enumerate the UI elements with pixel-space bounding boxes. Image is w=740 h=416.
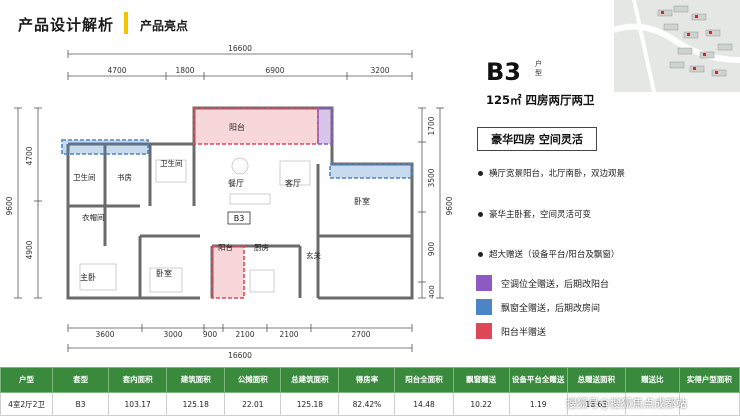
- area-table: 户型 套型 套内面积 建筑面积 公摊面积 总建筑面积 得房率 阳台全面积 飘窗赠…: [0, 367, 740, 416]
- table-cell: 125.18: [166, 392, 226, 416]
- floor-plan: 16600 4700 1800 6900 3200 3600 3000 900 …: [0, 36, 460, 366]
- dim-bottom-3: 900: [203, 330, 218, 339]
- table-cell: 18.63: [566, 392, 626, 416]
- dim-bottom-total: 16600: [228, 351, 252, 360]
- section-title: 产品设计解析: [18, 16, 115, 34]
- table-header: 设备平台全赠送: [508, 367, 568, 393]
- dim-top-4: 3200: [370, 66, 389, 75]
- dim-right-total: 9600: [445, 196, 454, 215]
- table-header: 总赠送面积: [566, 367, 626, 393]
- room-bedroom-right: 卧室: [354, 196, 370, 206]
- dim-top-2: 1800: [175, 66, 194, 75]
- dim-left-total: 9600: [5, 196, 14, 215]
- dim-top-total: 16600: [228, 44, 252, 53]
- table-cell: 10.22: [452, 392, 510, 416]
- legend-label-2: 飘窗全赠送，后期改房间: [501, 303, 601, 314]
- table-header: 套内面积: [108, 367, 168, 393]
- legend-swatch-blue: [476, 299, 492, 315]
- room-dining: 餐厅: [228, 179, 244, 188]
- table-header: 赠送比: [624, 367, 680, 393]
- room-wc2: 卫生间: [160, 158, 183, 168]
- table-header: 建筑面积: [166, 367, 226, 393]
- table-header: 飘窗赠送: [452, 367, 510, 393]
- legend-item: 飘窗全赠送，后期改房间: [476, 298, 600, 316]
- site-location-map: [614, 0, 740, 92]
- table-header: 得房率: [338, 367, 396, 393]
- unit-code-suffix: 户型: [535, 60, 542, 77]
- bullet-dot-icon: [478, 212, 483, 217]
- table-cell: 14.48: [394, 392, 454, 416]
- bullet-dot-icon: [478, 252, 483, 257]
- room-bedroom-bottom: 卧室: [156, 268, 172, 278]
- dim-bottom-6: 2700: [351, 330, 370, 339]
- table-header: 公摊面积: [224, 367, 282, 393]
- legend-label-3: 阳台半赠送: [501, 327, 547, 338]
- table-cell: 1.19: [508, 392, 568, 416]
- table-cell: 103.17: [108, 392, 168, 416]
- dim-bottom-4: 2100: [235, 330, 254, 339]
- accent-bar: [124, 12, 128, 34]
- feature-box: 豪华四房 空间灵活: [477, 127, 597, 151]
- plan-unit-label: B3: [234, 214, 245, 223]
- bullet-1: 横厅宽景阳台，北厅南卧，双边观景: [478, 167, 625, 179]
- room-balcony-small: 阳台: [218, 242, 233, 252]
- room-balcony-top: 阳台: [229, 122, 245, 132]
- bullet-3-text: 超大赠送（设备平台/阳台及飘窗）: [489, 250, 620, 260]
- room-wc1: 卫生间: [73, 172, 96, 182]
- legend-swatch-purple: [476, 275, 492, 291]
- table-header: 套型: [52, 367, 110, 393]
- legend-item: 阳台半赠送: [476, 322, 546, 340]
- table-cell: 4室2厅2卫: [0, 392, 54, 416]
- table-cell: 22.01: [224, 392, 282, 416]
- table-row: 4室2厅2卫 B3 103.17 125.18 22.01 125.18 82.…: [0, 392, 740, 416]
- room-living: 客厅: [285, 178, 301, 188]
- bullet-2: 豪华主卧套，空间灵活可变: [478, 208, 591, 220]
- dim-left-2: 4900: [25, 240, 34, 259]
- table-cell: [624, 392, 680, 416]
- table-header: 总建筑面积: [280, 367, 340, 393]
- dim-left-1: 4700: [25, 146, 34, 165]
- bullet-1-text: 横厅宽景阳台，北厅南卧，双边观景: [489, 169, 626, 179]
- table-cell: 82.42%: [338, 392, 396, 416]
- room-kitchen: 厨房: [254, 242, 269, 252]
- room-closet: 衣帽间: [82, 212, 105, 222]
- table-header: 实得户型面积: [678, 367, 740, 393]
- table-cell: B3: [52, 392, 110, 416]
- table-header-row: 户型 套型 套内面积 建筑面积 公摊面积 总建筑面积 得房率 阳台全面积 飘窗赠…: [0, 367, 740, 393]
- section-subtitle: 产品亮点: [140, 19, 189, 33]
- room-master: 主卧: [80, 272, 96, 282]
- legend-item: 空调位全赠送，后期改阳台: [476, 274, 609, 292]
- bullet-dot-icon: [478, 171, 483, 176]
- table-cell: [678, 392, 740, 416]
- legend-swatch-red: [476, 323, 492, 339]
- dim-right-4: 400: [428, 285, 436, 298]
- table-cell: 125.18: [280, 392, 340, 416]
- table-header: 阳台全面积: [394, 367, 454, 393]
- room-study: 书房: [117, 172, 132, 182]
- dim-bottom-1: 3600: [95, 330, 114, 339]
- dim-bottom-2: 3000: [163, 330, 182, 339]
- watermark: 搜狐号@搜狐焦点成都站: [566, 397, 687, 410]
- bullet-3: 超大赠送（设备平台/阳台及飘窗）: [478, 248, 619, 260]
- room-entry: 玄关: [306, 250, 321, 260]
- dim-right-3: 900: [427, 242, 436, 257]
- site-map-drawing: [614, 0, 740, 92]
- unit-description: 125㎡ 四房两厅两卫: [486, 93, 595, 107]
- dim-top-3: 6900: [265, 66, 284, 75]
- floor-plan-drawing: 16600 4700 1800 6900 3200 3600 3000 900 …: [5, 44, 454, 360]
- dim-bottom-5: 2100: [279, 330, 298, 339]
- dim-right-1: 1700: [427, 116, 436, 135]
- dim-right-2: 3500: [427, 168, 436, 187]
- table-header: 户型: [0, 367, 54, 393]
- bullet-2-text: 豪华主卧套，空间灵活可变: [489, 210, 592, 220]
- dim-top-1: 4700: [107, 66, 126, 75]
- unit-code: B3: [486, 58, 521, 86]
- legend-label-1: 空调位全赠送，后期改阳台: [501, 279, 610, 290]
